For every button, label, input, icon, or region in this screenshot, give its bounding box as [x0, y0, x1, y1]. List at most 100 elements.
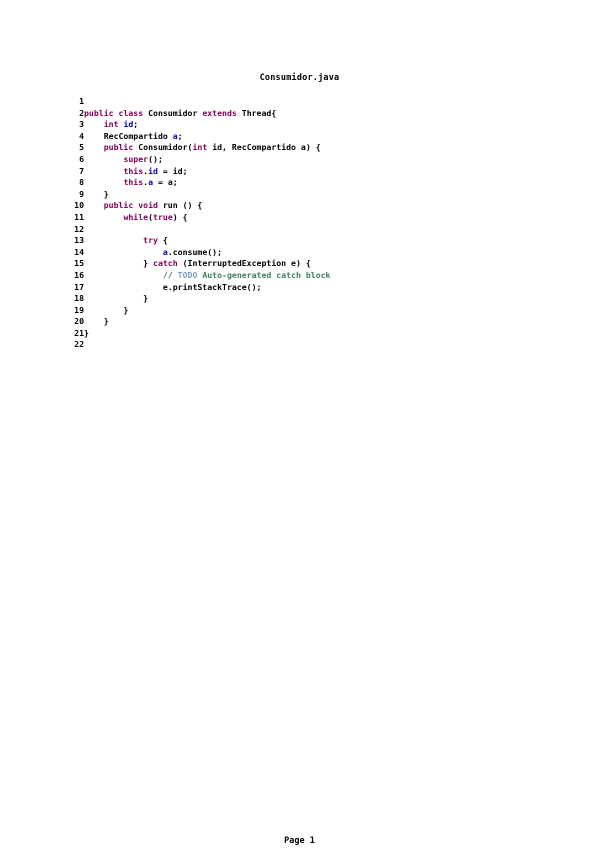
code-line: 18 }: [70, 293, 490, 305]
code-line: 22: [70, 339, 490, 351]
code-line: 12: [70, 224, 490, 236]
line-number: 22: [74, 339, 84, 350]
line-number: 9: [79, 188, 84, 199]
code-token-default: Consumidor: [148, 107, 203, 118]
code-token-default: [84, 177, 123, 187]
code-token-keyword: true: [153, 211, 173, 222]
code-token-default: RecCompartido: [84, 130, 173, 141]
line-code: }: [84, 189, 109, 201]
code-token-keyword: public class: [84, 107, 149, 118]
code-line: 6 super();: [70, 154, 490, 166]
code-token-default: }: [84, 188, 109, 199]
line-code: }: [84, 328, 89, 340]
code-token-default: }: [84, 258, 154, 269]
code-token-default: = a;: [153, 177, 178, 188]
line-code: }: [84, 293, 148, 305]
code-token-default: ();: [148, 153, 163, 164]
code-token-default: run () {: [162, 200, 203, 211]
code-token-default: [84, 270, 163, 280]
code-token-keyword: catch: [153, 258, 178, 269]
code-line: 8 this.a = a;: [70, 177, 490, 189]
code-token-field: a: [162, 246, 168, 257]
code-line: 14 a.consume();: [70, 247, 490, 259]
code-token-default: [84, 154, 123, 164]
line-number: 4: [79, 130, 84, 141]
line-code: public Consumidor(int id, RecCompartido …: [84, 142, 321, 154]
code-token-field: a: [172, 130, 178, 141]
line-code: RecCompartido a;: [84, 131, 183, 143]
line-number: 12: [74, 223, 84, 234]
line-number: 5: [79, 142, 84, 153]
code-token-default: [84, 235, 143, 245]
code-line: 9 }: [70, 189, 490, 201]
code-token-default: [84, 212, 123, 222]
line-number: 8: [79, 177, 84, 188]
code-line: 1: [70, 96, 490, 108]
code-token-comment: //: [162, 269, 178, 280]
code-token-default: }: [84, 293, 149, 304]
code-token-default: {: [157, 235, 168, 246]
code-line: 4 RecCompartido a;: [70, 131, 490, 143]
code-token-keyword: super: [123, 153, 149, 164]
code-line: 17 e.printStackTrace();: [70, 282, 490, 294]
code-line: 19 }: [70, 305, 490, 317]
code-token-keyword: this: [123, 165, 144, 176]
code-token-keyword: while: [123, 211, 149, 222]
line-code: this.a = a;: [84, 177, 178, 189]
code-token-keyword: extends: [202, 107, 242, 118]
line-code: } catch (InterruptedException e) {: [84, 258, 311, 270]
code-token-todo: TODO: [177, 269, 198, 280]
code-token-field: id: [148, 165, 158, 176]
code-token-default: e.printStackTrace();: [84, 281, 262, 292]
line-code: // TODO Auto-generated catch block: [84, 269, 331, 282]
document-title: Consumidor.java: [259, 73, 340, 83]
line-code: a.consume();: [84, 247, 222, 259]
line-number: 6: [79, 153, 84, 164]
code-token-default: (: [148, 211, 154, 222]
code-token-field: a: [148, 177, 154, 188]
code-token-field: id: [123, 119, 134, 130]
line-number: 20: [74, 316, 84, 327]
line-number: 14: [74, 246, 84, 257]
code-token-keyword: public: [103, 142, 139, 153]
code-line: 10 public void run () {: [70, 200, 490, 212]
code-token-default: .consume();: [167, 246, 223, 257]
code-token-default: }: [84, 316, 109, 327]
code-token-default: (InterruptedException e) {: [177, 258, 311, 269]
code-token-default: ) {: [172, 211, 188, 222]
line-number: 7: [79, 165, 84, 176]
code-token-keyword: int: [103, 119, 124, 130]
code-token-default: [84, 247, 163, 257]
code-line: 21}: [70, 328, 490, 340]
line-code: this.id = id;: [84, 165, 188, 178]
line-number: 18: [74, 293, 84, 304]
code-token-default: .: [143, 165, 149, 176]
code-token-default: [84, 142, 104, 152]
line-number: 3: [79, 119, 84, 130]
line-number: 2: [79, 107, 84, 118]
code-token-default: [84, 119, 104, 129]
code-token-keyword: this: [123, 177, 144, 188]
line-number: 11: [74, 211, 84, 222]
line-number: 17: [74, 281, 84, 292]
code-line: 13 try {: [70, 235, 490, 247]
line-number: 15: [74, 258, 84, 269]
code-token-default: Consumidor(: [138, 142, 193, 153]
line-code: public class Consumidor extends Thread{: [84, 108, 276, 120]
code-token-default: ;: [177, 130, 183, 141]
code-line: 11 while(true) {: [70, 212, 490, 224]
code-line: 16 // TODO Auto-generated catch block: [70, 270, 490, 282]
code-token-default: = id;: [157, 165, 188, 176]
code-token-keyword: int: [192, 142, 213, 153]
code-line: 20 }: [70, 316, 490, 328]
code-line: 3 int id;: [70, 119, 490, 131]
line-code: while(true) {: [84, 211, 188, 224]
code-token-default: [84, 200, 104, 210]
line-number: 10: [74, 200, 84, 211]
line-number: 13: [74, 235, 84, 246]
line-code: }: [84, 316, 109, 328]
code-token-default: .: [143, 177, 149, 188]
code-line: 15 } catch (InterruptedException e) {: [70, 258, 490, 270]
